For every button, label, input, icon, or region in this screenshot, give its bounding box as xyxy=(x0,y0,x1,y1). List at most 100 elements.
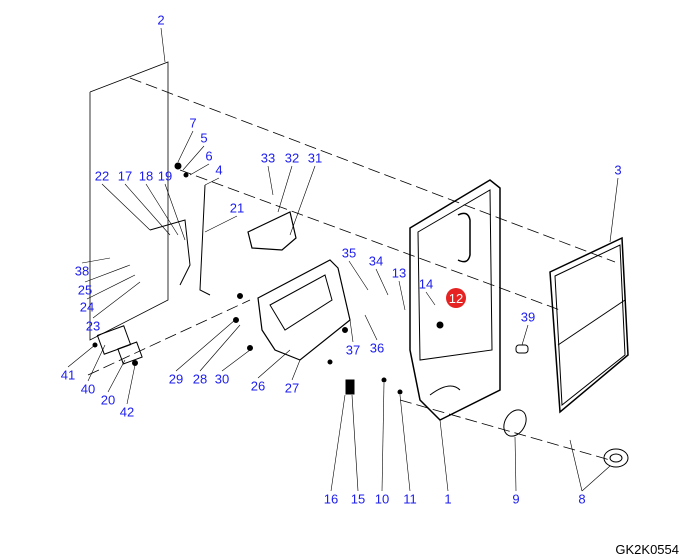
lamp xyxy=(603,448,629,468)
leader-line xyxy=(291,359,301,381)
leader-line xyxy=(182,145,205,171)
part-label[interactable]: 17 xyxy=(117,168,133,184)
part-label[interactable]: 15 xyxy=(350,491,366,507)
leader-line xyxy=(381,382,385,492)
leader-line xyxy=(375,268,389,296)
leader-line xyxy=(126,364,136,405)
part-label[interactable]: 41 xyxy=(60,367,76,383)
screw xyxy=(183,172,189,178)
part-label[interactable]: 22 xyxy=(94,168,110,184)
leader-line xyxy=(87,344,106,382)
leader-line xyxy=(189,163,210,176)
leader-line xyxy=(101,183,151,231)
leader-line xyxy=(277,165,293,213)
part-label[interactable]: 16 xyxy=(323,491,339,507)
outer-handle xyxy=(96,325,143,365)
part-label[interactable]: 23 xyxy=(85,318,101,334)
leader-line xyxy=(609,177,619,243)
leader-line xyxy=(439,419,449,492)
leader-line xyxy=(84,264,131,283)
part-label[interactable]: 18 xyxy=(138,168,154,184)
screw xyxy=(397,389,403,395)
part-label[interactable]: 37 xyxy=(345,342,361,358)
screw xyxy=(132,360,138,366)
leader-line xyxy=(569,439,583,492)
leader-line xyxy=(86,274,136,300)
leader-line xyxy=(289,165,316,236)
screw xyxy=(327,359,333,365)
leader-line xyxy=(348,260,369,291)
screw xyxy=(381,377,387,383)
pocket xyxy=(247,211,297,251)
leader-line xyxy=(160,27,166,63)
assembly-guide-lines xyxy=(87,77,616,461)
part-label[interactable]: 34 xyxy=(368,253,384,269)
part-label[interactable]: 24 xyxy=(79,299,95,315)
leader-line xyxy=(177,130,194,163)
clip xyxy=(345,379,355,395)
part-label[interactable]: 35 xyxy=(341,245,357,261)
part-label[interactable]: 26 xyxy=(250,378,266,394)
part-label[interactable]: 6 xyxy=(205,148,213,164)
leader-line xyxy=(364,314,378,341)
leader-line xyxy=(175,319,236,372)
part-label[interactable]: 31 xyxy=(307,150,323,166)
screw xyxy=(237,293,243,299)
part-label[interactable]: 39 xyxy=(520,309,536,325)
part-label[interactable]: 13 xyxy=(391,265,407,281)
leader-line xyxy=(521,324,529,346)
part-label[interactable]: 2 xyxy=(157,12,165,28)
part-label[interactable]: 27 xyxy=(284,380,300,396)
part-label[interactable]: 9 xyxy=(512,491,520,507)
screw xyxy=(436,321,444,329)
leader-line xyxy=(124,183,171,236)
leader-line xyxy=(92,281,141,319)
part-label[interactable]: 8 xyxy=(578,491,586,507)
part-label[interactable]: 14 xyxy=(418,276,434,292)
part-label[interactable]: 21 xyxy=(229,200,245,216)
part-label[interactable]: 3 xyxy=(614,162,622,178)
latch-rod xyxy=(149,184,211,296)
leader-line xyxy=(107,359,126,393)
leader-line xyxy=(330,394,346,492)
part-label[interactable]: 40 xyxy=(80,381,96,397)
part-label[interactable]: 20 xyxy=(100,392,116,408)
leader-line xyxy=(81,257,111,264)
part-label[interactable]: 10 xyxy=(374,491,390,507)
leader-line xyxy=(398,280,406,311)
screws xyxy=(92,162,444,395)
highlighted-part-12[interactable]: 12 xyxy=(446,288,466,308)
leader-line xyxy=(399,394,411,492)
part-label[interactable]: 30 xyxy=(214,371,230,387)
part-label[interactable]: 11 xyxy=(403,491,417,507)
part-label[interactable]: 36 xyxy=(369,340,385,356)
leader-line xyxy=(204,177,220,186)
part-label[interactable]: 29 xyxy=(168,371,184,387)
leader-line xyxy=(221,349,251,372)
round-cover xyxy=(503,409,527,437)
screw xyxy=(174,162,182,170)
leader-line xyxy=(67,344,96,368)
leader-line xyxy=(164,183,186,241)
part-label[interactable]: 38 xyxy=(74,263,90,279)
leader-line xyxy=(267,165,274,196)
bumper xyxy=(515,344,529,354)
part-label[interactable]: 32 xyxy=(284,150,300,166)
part-label[interactable]: 4 xyxy=(215,162,223,178)
part-label[interactable]: 25 xyxy=(77,282,93,298)
part-label[interactable]: 28 xyxy=(192,371,208,387)
screw xyxy=(233,317,239,323)
leader-line xyxy=(199,324,241,372)
part-label[interactable]: 19 xyxy=(157,168,173,184)
part-label[interactable]: 7 xyxy=(189,115,197,131)
part-label[interactable]: 1 xyxy=(444,491,452,507)
leader-line xyxy=(351,394,359,492)
leader-line xyxy=(349,319,354,343)
door-frame xyxy=(409,179,501,421)
leader-line xyxy=(204,215,238,233)
screw xyxy=(247,345,253,351)
part-label[interactable]: 5 xyxy=(200,130,208,146)
part-label[interactable]: 42 xyxy=(119,404,135,420)
part-label[interactable]: 33 xyxy=(260,150,276,166)
